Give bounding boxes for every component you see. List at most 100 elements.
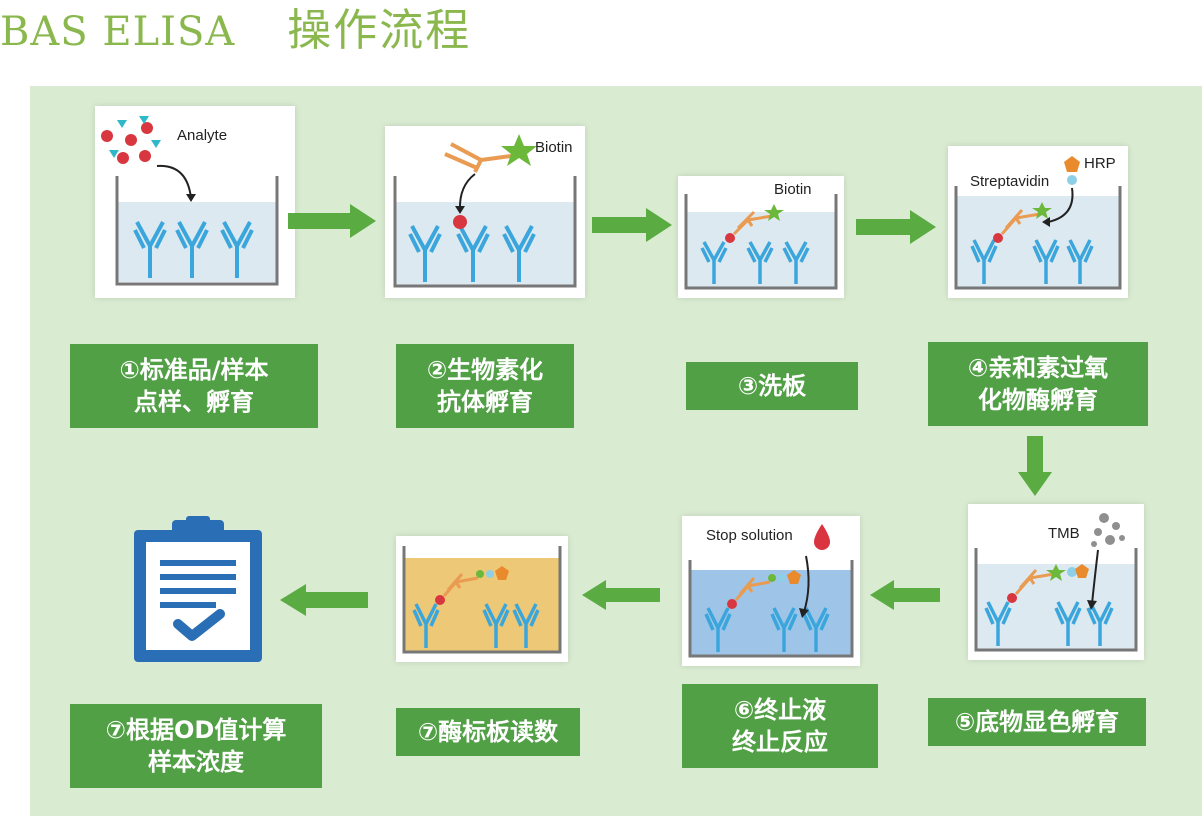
streptavidin-icon — [486, 570, 494, 578]
capture-antibodies — [408, 225, 536, 282]
step-1-label-line-2: 点样、孵育 — [134, 388, 254, 416]
hrp-pentagon-icon — [495, 566, 509, 580]
biotin-icon — [476, 570, 484, 578]
reagent-label-tmb: TMB — [1048, 525, 1080, 542]
arrow-step7-to-result — [280, 584, 368, 616]
step-8-label: ⑦根据OD值计算 样本浓度 — [70, 704, 322, 788]
well-outline — [393, 176, 577, 288]
addition-arrow — [1047, 187, 1074, 223]
analyte-molecules — [101, 116, 161, 164]
step-5-label: ⑤底物显色孵育 — [928, 698, 1146, 746]
addition-arrowhead — [455, 206, 465, 214]
arrow-step5-to-step6 — [870, 580, 940, 610]
streptavidin-icon — [1067, 175, 1077, 185]
detection-antibody — [1014, 569, 1055, 595]
addition-arrow — [156, 164, 192, 199]
biotin-star-icon — [764, 204, 784, 221]
reagent-label-hrp: HRP — [1084, 155, 1116, 172]
addition-arrowhead — [1087, 600, 1097, 610]
capture-antibodies — [700, 241, 810, 284]
streptavidin-icon — [1067, 567, 1077, 577]
step-5-illustration: TMB — [968, 504, 1144, 660]
step-3-svg: Biotin — [684, 181, 838, 290]
reagent-label-biotin: Biotin — [535, 139, 573, 156]
step-4-label-line-1: ④亲和素过氧 — [967, 354, 1109, 382]
bound-analyte — [435, 595, 445, 605]
step-7-label: ⑦酶标板读数 — [396, 708, 580, 756]
elisa-process-panel: Analyte Biotin — [30, 86, 1202, 816]
step-1-svg: Analyte — [101, 116, 279, 286]
step-1-illustration: Analyte — [95, 106, 295, 298]
well-outline — [954, 186, 1122, 290]
biotin-icon — [768, 574, 776, 582]
step-3-illustration: Biotin — [678, 176, 844, 298]
addition-arrow — [803, 555, 810, 613]
reagent-label-biotin: Biotin — [774, 181, 812, 198]
well-outline — [974, 548, 1138, 652]
biotin-star-icon — [501, 134, 537, 166]
stopped-liquid — [690, 570, 852, 656]
biotinylated-detection-antibody — [444, 142, 512, 173]
detection-antibody — [442, 573, 479, 597]
arrow-step4-to-step5 — [1018, 436, 1052, 496]
reagent-label-stop-solution: Stop solution — [706, 527, 793, 544]
arrow-step3-to-step4 — [856, 210, 936, 244]
step-2-label-line-2: 抗体孵育 — [437, 388, 533, 416]
step-4-label: ④亲和素过氧 化物酶孵育 — [928, 342, 1148, 426]
step-2-illustration: Biotin — [385, 126, 585, 298]
step-4-illustration: Streptavidin HRP — [948, 146, 1128, 298]
capture-antibodies — [984, 601, 1114, 646]
clipboard-check-icon — [128, 516, 268, 666]
step-2-label-line-1: ②生物素化 — [426, 356, 544, 384]
reagent-label-streptavidin: Streptavidin — [970, 173, 1049, 190]
biotin-star-icon — [1032, 202, 1052, 219]
hrp-pentagon-icon — [1064, 156, 1080, 172]
step-6-illustration: Stop solution — [682, 516, 860, 666]
arrow-step1-to-step2 — [288, 204, 376, 238]
addition-arrow — [1091, 549, 1099, 605]
bound-analyte — [453, 215, 467, 229]
well-liquid — [117, 202, 277, 282]
well-outline — [688, 560, 854, 658]
addition-arrowhead — [1042, 217, 1050, 227]
well-outline — [684, 194, 838, 290]
hrp-pentagon-icon — [787, 570, 801, 584]
biotin-star-icon — [1046, 564, 1066, 581]
capture-antibodies — [133, 221, 254, 278]
capture-antibodies — [704, 607, 830, 652]
step-8-label-line-2: 样本浓度 — [148, 748, 244, 776]
addition-arrowhead — [186, 194, 196, 202]
step-6-svg: Stop solution — [688, 524, 854, 658]
step-6-label-line-1: ⑥终止液 — [733, 696, 827, 724]
arrow-step6-to-step7 — [582, 580, 660, 610]
step-7-label-line-1: ⑦酶标板读数 — [417, 718, 559, 746]
streptavidin-icon — [778, 574, 786, 582]
step-7-svg — [402, 546, 562, 654]
step-3-label-line-1: ③洗板 — [737, 372, 807, 400]
step-2-label: ②生物素化 抗体孵育 — [396, 344, 574, 428]
well-outline — [115, 176, 279, 286]
step-6-label-line-2: 终止反应 — [732, 728, 828, 756]
page-title-cjk: 操作流程 — [287, 5, 472, 56]
detection-antibody — [1000, 209, 1041, 235]
tmb-substrate-dots — [1091, 513, 1125, 547]
bound-analyte — [727, 599, 737, 609]
step-4-svg: Streptavidin HRP — [954, 155, 1122, 290]
hrp-pentagon-icon — [1075, 564, 1089, 578]
step-4-label-line-2: 化物酶孵育 — [978, 386, 1098, 414]
bound-analyte — [1007, 593, 1017, 603]
step-5-label-line-1: ⑤底物显色孵育 — [954, 708, 1120, 736]
step-3-label: ③洗板 — [686, 362, 858, 410]
bound-analyte — [993, 233, 1003, 243]
step-2-svg: Biotin — [393, 134, 577, 288]
page-title: BAS ELISA 操作流程 — [0, 0, 471, 62]
well-outline — [402, 546, 562, 654]
stop-drop-icon — [814, 524, 830, 550]
page-title-latin: BAS ELISA — [0, 9, 236, 55]
arrow-step2-to-step3 — [592, 208, 672, 242]
clipboard-svg — [134, 516, 262, 662]
step-7-illustration — [396, 536, 568, 662]
addition-arrowhead — [799, 608, 809, 618]
detection-antibody — [732, 210, 773, 236]
reagent-label-analyte: Analyte — [177, 127, 227, 144]
